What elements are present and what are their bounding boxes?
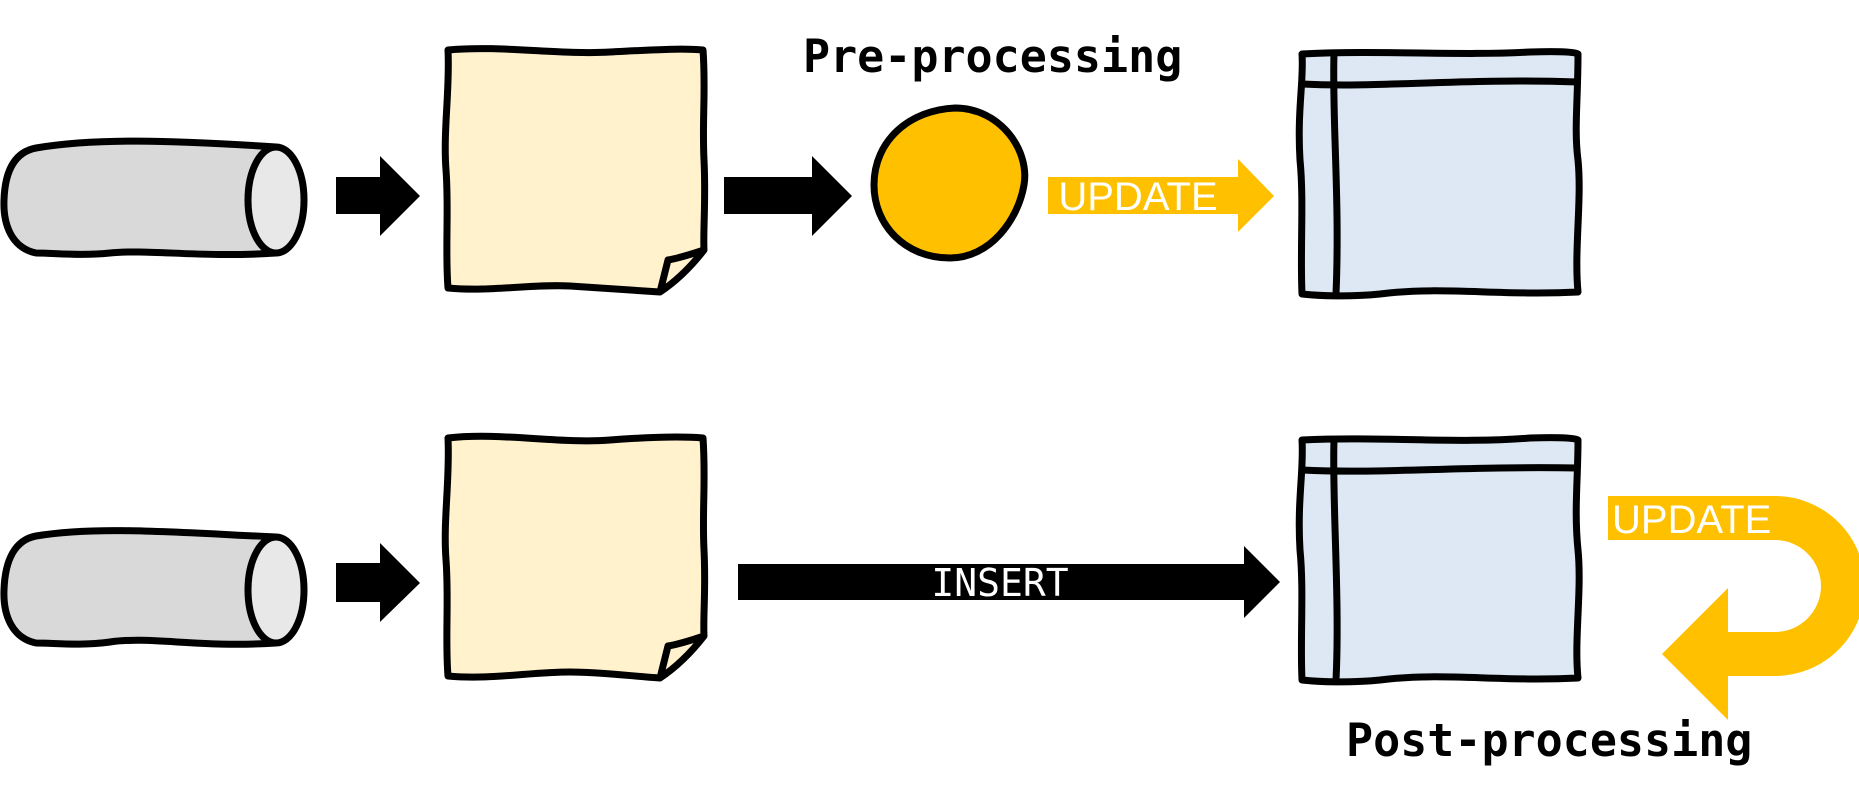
flow-arrow — [724, 156, 852, 236]
processor-circle-icon — [870, 104, 1029, 262]
staging-note-icon — [441, 45, 709, 296]
staging-note-icon — [441, 432, 709, 682]
update-loop-arrow-label: UPDATE — [1612, 498, 1771, 542]
update-arrow-label: UPDATE — [1058, 175, 1217, 219]
insert-arrow — [738, 546, 1280, 618]
source-pipe-icon — [0, 527, 308, 648]
source-pipe-icon — [0, 137, 308, 259]
post-processing-caption: Post-processing — [1346, 714, 1752, 767]
update-arrow — [1048, 159, 1274, 232]
flow-arrow — [336, 156, 420, 236]
pre-processing-caption: Pre-processing — [803, 30, 1182, 83]
flow-arrow — [336, 543, 420, 622]
target-table-icon — [1295, 434, 1583, 686]
target-table-icon — [1295, 48, 1583, 300]
update-loop-arrow — [1608, 496, 1859, 720]
insert-arrow-label: INSERT — [931, 561, 1068, 605]
